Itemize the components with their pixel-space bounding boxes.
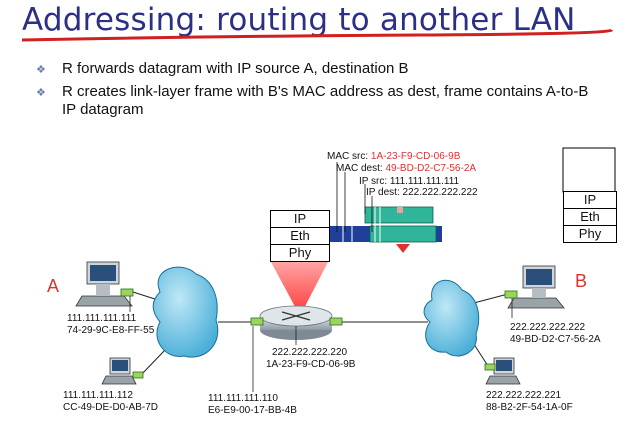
router-left-mac: E6-E9-00-17-BB-4B [208, 405, 297, 416]
host-b2-mac: 88-B2-2F-54-1A-0F [486, 402, 573, 413]
host-a-mac: 74-29-9C-E8-FF-55 [67, 325, 155, 336]
host-a2-computer-icon [101, 357, 137, 385]
host-b-computer-icon [507, 265, 565, 309]
host-b-ip: 222.222.222.222 [510, 322, 586, 333]
title-underline [21, 28, 614, 42]
stack-layer-eth: Eth [271, 227, 329, 244]
stack-layer-ip: IP [583, 192, 597, 207]
host-a2-mac: CC-49-DE-D0-AB-7D [63, 402, 159, 413]
host-b2-ip: 222.222.222.221 [486, 390, 562, 401]
host-a2-interface [132, 371, 144, 379]
frame-leader-lines [336, 162, 373, 232]
bullet-list: ❖ R forwards datagram with IP source A, … [34, 60, 594, 124]
host-b-mac: 49-BD-D2-C7-56-2A [510, 334, 601, 345]
host-b2-computer-icon [485, 357, 521, 385]
right-stack-top-box [562, 147, 616, 193]
subnet-cloud-left [152, 266, 219, 358]
stack-layer-ip: IP [293, 211, 307, 226]
router-interface-left [250, 317, 264, 326]
host-b-interface [504, 290, 518, 299]
ip-dest-label: IP dest: 222.222.222.222 [366, 187, 478, 198]
router-left-ip: 111.111.111.110 [208, 393, 278, 404]
host-a-computer-icon [75, 261, 133, 307]
stack-layer-phy: Phy [564, 225, 616, 242]
mac-dest-label: MAC dest: 49-BD-D2-C7-56-2A [336, 163, 477, 174]
host-b2-interface [484, 363, 496, 371]
router-right-ip: 222.222.222.220 [272, 347, 348, 358]
subnet-cloud-right [423, 279, 480, 357]
bullet-icon: ❖ [36, 87, 46, 99]
ip-src-label: IP src: 111.111.111.111 [359, 176, 460, 187]
stack-layer-phy: Phy [271, 244, 329, 261]
router-interface-right [329, 317, 343, 326]
host-b-label: B [575, 271, 588, 291]
host-a-label: A [47, 276, 60, 296]
host-protocol-stack: IP Eth Phy [563, 191, 617, 243]
host-a-interface [120, 288, 134, 297]
router-protocol-stack: IP Eth Phy [270, 210, 330, 262]
router-right-mac: 1A-23-F9-CD-06-9B [266, 359, 356, 370]
stack-layer-eth: Eth [564, 208, 616, 225]
router-icon [259, 305, 333, 340]
link-layer-frame [330, 206, 442, 253]
bullet-item: ❖ R creates link-layer frame with B's MA… [36, 83, 589, 118]
bullet-item: ❖ R forwards datagram with IP source A, … [36, 60, 409, 77]
router-highlight-beam [271, 262, 328, 316]
bullet-icon: ❖ [36, 64, 46, 76]
slide-title: Addressing: routing to another LAN [22, 2, 576, 38]
mac-src-label: MAC src: 1A-23-F9-CD-06-9B [327, 151, 461, 162]
host-a2-ip: 111.111.111.112 [63, 390, 133, 401]
host-a-ip: 111.111.111.111 [67, 313, 137, 324]
